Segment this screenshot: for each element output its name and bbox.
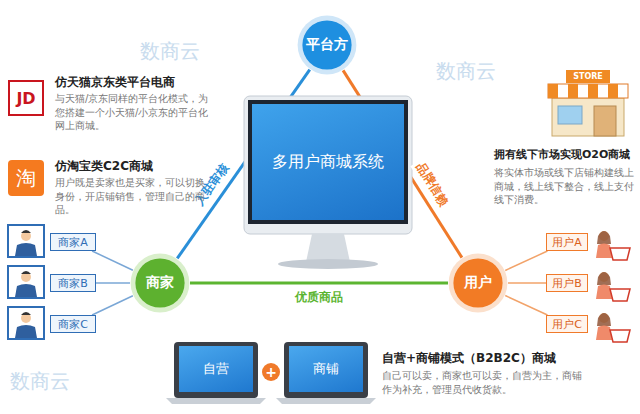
circle-fill xyxy=(453,258,502,307)
connector xyxy=(92,296,133,315)
taobao-logo: 淘 xyxy=(8,160,44,196)
node-text: 多用户商城系统 xyxy=(272,152,384,173)
monitor xyxy=(244,96,412,269)
circle-fill xyxy=(302,20,351,69)
watermark: 数商云 xyxy=(10,368,90,395)
node-text: 用户C xyxy=(552,317,582,332)
watermark: 数商云 xyxy=(140,38,220,65)
merchant-circle: 商家 xyxy=(130,253,190,313)
connector xyxy=(505,296,547,315)
feature-text: 用户既是卖家也是买家，可以切换身份，开店铺销售，管理自己的商品。 xyxy=(55,176,207,217)
store-icon xyxy=(548,70,628,136)
merchant-icon xyxy=(8,225,44,339)
merchant-box: 商家A xyxy=(50,233,96,251)
connector xyxy=(190,282,448,285)
node-text: 用户A xyxy=(552,235,582,250)
node-text: 商家 xyxy=(146,274,174,292)
feature-title: 拥有线下市场实现O2O商城 xyxy=(494,148,638,163)
node-text: 用户 xyxy=(464,274,492,292)
node-text: 淘 xyxy=(16,165,36,192)
user-box: 用户A xyxy=(546,233,588,251)
node-text: 自营 xyxy=(203,360,229,378)
merchant-box: 商家B xyxy=(50,274,96,292)
store-sign: STORE xyxy=(566,70,610,83)
merchant-box: 商家C xyxy=(50,315,96,333)
feature-text: 与天猫/京东同样的平台化模式，为您搭建一个小天猫/小京东的平台化网上商城。 xyxy=(55,92,217,133)
circle-ring xyxy=(131,254,190,313)
circle-ring xyxy=(449,254,508,313)
connector xyxy=(505,251,547,270)
circle-ring xyxy=(298,16,357,75)
platform-circle: 平台方 xyxy=(297,15,357,75)
user-box: 用户B xyxy=(546,274,588,292)
connector xyxy=(96,282,130,284)
feature-text: 将实体市场或线下店铺构建线上商城，线上线下整合，线上支付线下消费。 xyxy=(494,166,636,207)
node-text: 商铺 xyxy=(313,360,339,378)
user-box: 用户C xyxy=(546,315,588,333)
feature-title: 自营+商铺模式（B2B2C）商城 xyxy=(382,350,592,366)
node-text: 用户B xyxy=(552,276,582,291)
laptop-screen: 商铺 xyxy=(289,346,363,392)
jd-logo: JD xyxy=(8,80,44,116)
laptop-screen: 自营 xyxy=(179,346,253,392)
feature-title: 仿淘宝类C2C商城 xyxy=(55,158,225,174)
feature-text: 自己可以卖，商家也可以卖，自营为主，商铺作为补充，管理员代收货款。 xyxy=(382,369,586,396)
node-text: 商家B xyxy=(58,276,88,291)
connector xyxy=(508,282,546,284)
user-circle: 用户 xyxy=(448,253,508,313)
edge-label: 优质商品 xyxy=(292,289,346,306)
circle-fill xyxy=(135,258,184,307)
feature-title: 仿天猫京东类平台电商 xyxy=(55,74,225,90)
node-text: 平台方 xyxy=(306,36,348,54)
laptop xyxy=(166,342,376,404)
user-icon xyxy=(596,231,630,342)
node-text: 商家A xyxy=(58,235,88,250)
monitor-screen: 多用户商城系统 xyxy=(252,104,404,220)
node-text: 商家C xyxy=(58,317,88,332)
connector xyxy=(92,251,133,270)
watermark: 数商云 xyxy=(436,58,516,85)
node-text: JD xyxy=(16,89,35,108)
plus-sign: + xyxy=(262,363,280,381)
